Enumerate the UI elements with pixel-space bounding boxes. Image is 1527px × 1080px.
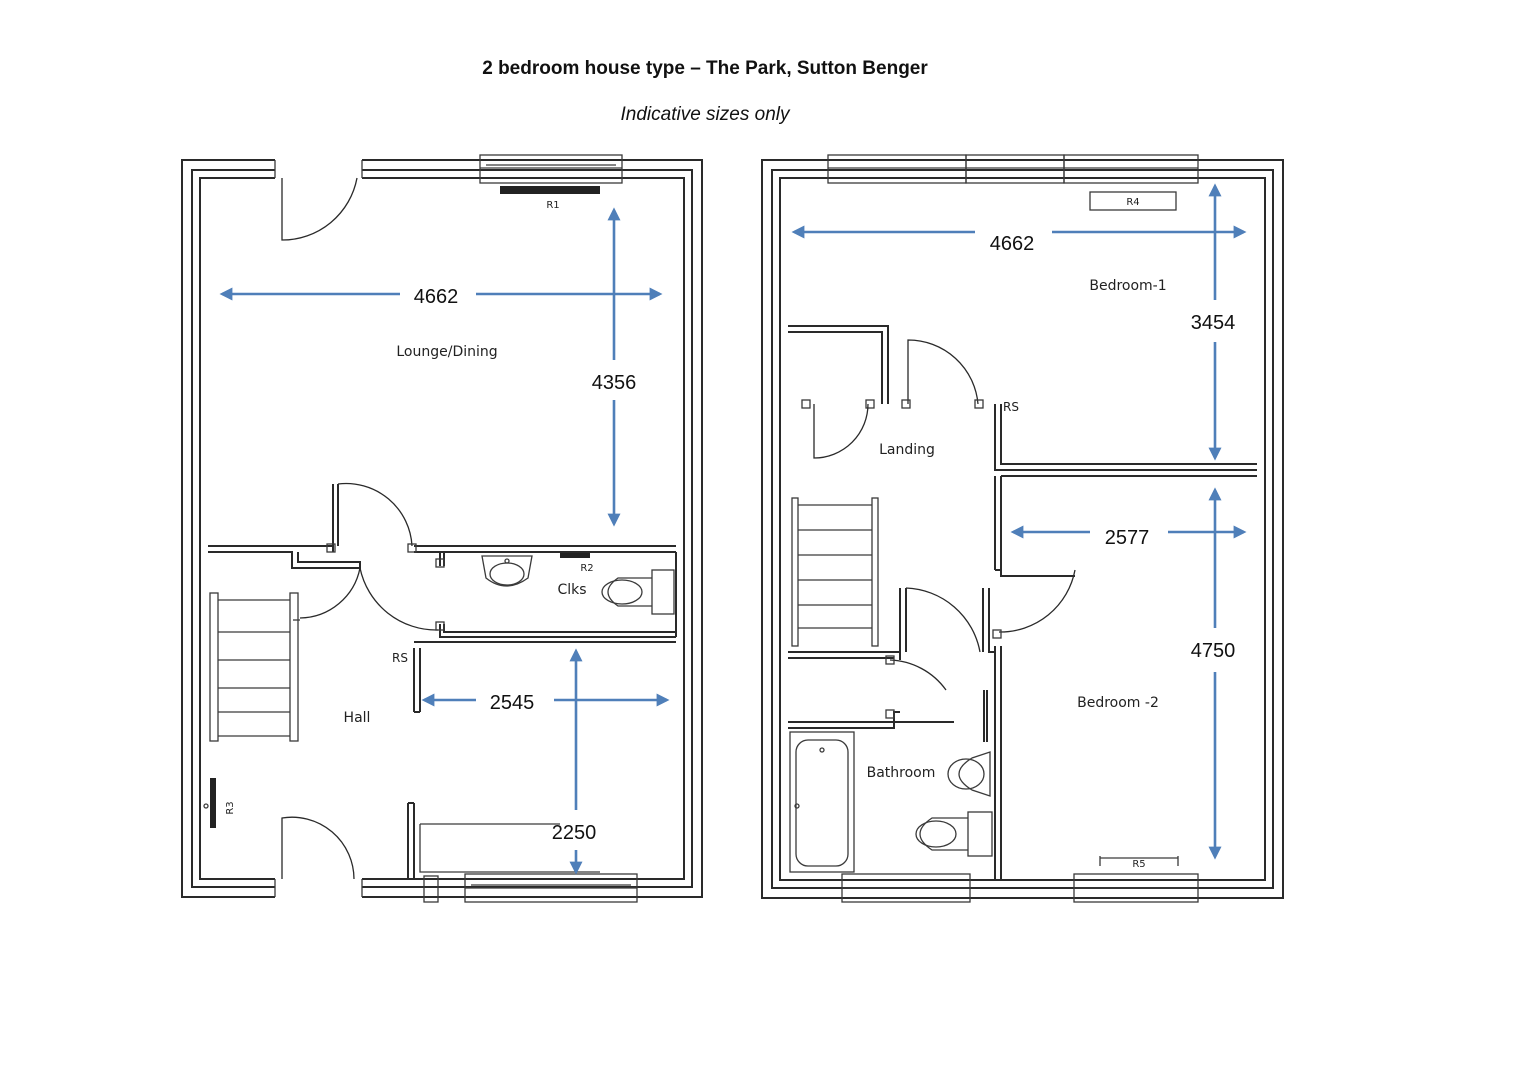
ground-floor-rs-label: RS: [392, 651, 408, 665]
bathroom-walls: [788, 588, 995, 742]
first-floor-staircase: [791, 497, 879, 647]
page-subtitle: Indicative sizes only: [620, 104, 790, 125]
dimension-lounge-width: 4662: [219, 286, 663, 308]
room-label-hall: Hall: [344, 710, 371, 726]
cupboard-door-swing: [813, 403, 869, 459]
bath: [789, 731, 855, 873]
radiator-r4-label: R4: [1126, 197, 1139, 208]
ground-floor-front-window: [464, 873, 638, 903]
dimension-bedroom2-depth-value: 4750: [1191, 640, 1236, 662]
cloaks-basin: [481, 555, 533, 587]
first-floor-rs-label: RS: [1003, 400, 1019, 414]
cloaks-wc: [601, 569, 675, 615]
bedroom1-walls: [788, 325, 1257, 570]
ground-floor-staircase: [209, 592, 300, 742]
room-label-bedroom-2: Bedroom -2: [1077, 695, 1159, 711]
bathroom-door-swing: [889, 659, 947, 691]
hall-cupboard: [419, 823, 600, 873]
radiator-r3: [210, 778, 216, 828]
radiator-r5-label: R5: [1132, 859, 1145, 870]
radiator-r4: [1089, 191, 1177, 211]
dimension-hall-width: 2545: [421, 692, 670, 714]
dimension-bedroom1-depth: 3454: [1191, 183, 1236, 461]
radiator-r1: [500, 186, 600, 194]
lounge-partition-wall: [208, 484, 676, 569]
dimension-bedroom2-depth: 4750: [1191, 487, 1236, 860]
bathroom-basin: [947, 751, 991, 797]
room-label-lounge-dining: Lounge/Dining: [396, 344, 497, 360]
bedroom2-wall-top: [995, 569, 1075, 577]
first-floor-outer-walls: [761, 159, 1284, 899]
bedroom1-door-swing: [907, 339, 979, 405]
dimension-hall-width-value: 2545: [490, 692, 535, 714]
hall-partition: [407, 802, 415, 879]
dimension-bedroom1-depth-value: 3454: [1191, 312, 1236, 334]
ground-floor-rear-window: [479, 154, 623, 184]
dimension-lounge-depth-value: 4356: [592, 372, 637, 394]
cloaks-walls: [413, 552, 685, 713]
room-label-bathroom: Bathroom: [867, 765, 936, 781]
cloaks-door-swing: [359, 567, 439, 631]
room-label-landing: Landing: [879, 442, 935, 458]
ground-floor-plan: R1: [181, 154, 703, 903]
radiator-r1-label: R1: [546, 200, 559, 211]
dimension-lounge-depth: 4356: [592, 207, 637, 527]
back-door-swing: [281, 177, 358, 241]
bedroom2-door-swing: [998, 569, 1076, 633]
dimension-bedroom1-width: 4662: [791, 225, 1247, 255]
dimension-bedroom1-width-value: 4662: [990, 233, 1035, 255]
dimension-hall-depth-value: 2250: [552, 822, 597, 844]
radiator-r2-label: R2: [580, 563, 593, 574]
understairs-door-swing: [299, 567, 361, 619]
bathroom-landing-door-swing: [905, 587, 981, 653]
first-floor-rear-windows: [827, 154, 1199, 184]
page-title: 2 bedroom house type – The Park, Sutton …: [482, 58, 928, 79]
dimension-hall-depth: 2250: [552, 648, 597, 875]
room-label-bedroom-1: Bedroom-1: [1089, 278, 1166, 294]
lounge-door-swing: [337, 482, 413, 547]
first-floor-front-windows: [841, 873, 1199, 903]
bedroom2-left-wall: [994, 646, 1002, 880]
dimension-bedroom2-width: 2577: [1010, 525, 1247, 549]
front-door-swing: [281, 816, 355, 880]
bathroom-wc: [915, 811, 993, 857]
room-label-cloaks: Clks: [557, 582, 586, 598]
radiator-r5: [1099, 856, 1179, 866]
ground-floor-outer-walls: [181, 159, 703, 898]
first-floor-plan: R4 RS: [761, 154, 1284, 903]
dimension-bedroom2-width-value: 2577: [1105, 527, 1150, 549]
radiator-r3-label: R3: [225, 801, 236, 814]
dimension-lounge-width-value: 4662: [414, 286, 459, 308]
radiator-r2: [560, 553, 590, 558]
